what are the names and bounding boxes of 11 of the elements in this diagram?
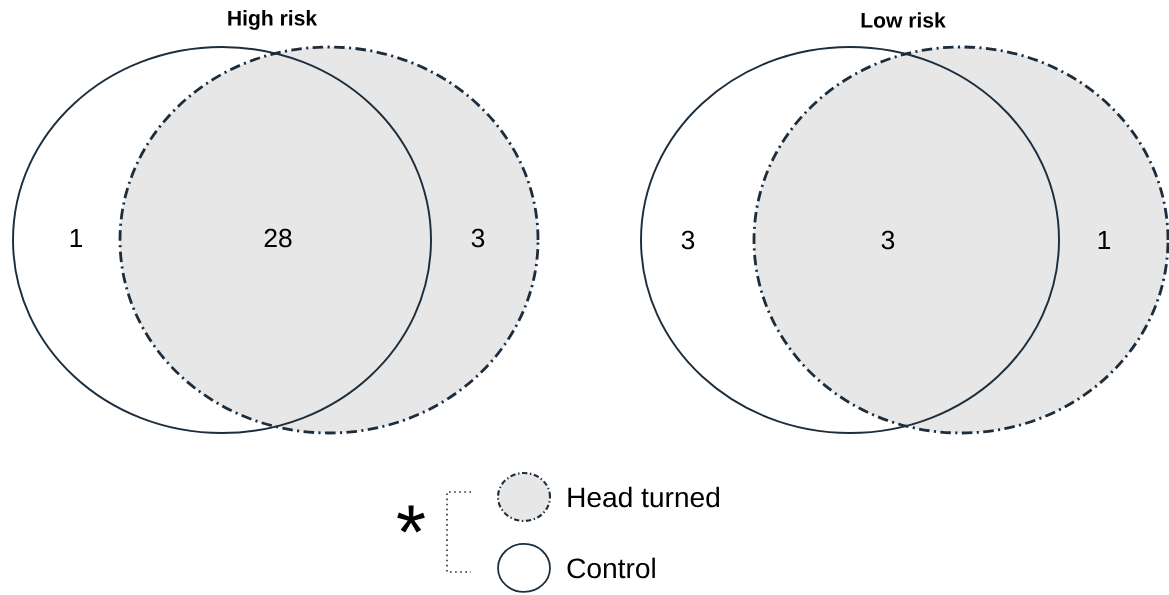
region-count: 3 <box>681 230 695 250</box>
asterisk: * <box>397 505 425 533</box>
panel-title: Low risk <box>861 12 946 28</box>
region-count: 28 <box>264 228 292 248</box>
region-count: 1 <box>70 228 83 248</box>
region-count: 3 <box>471 228 485 248</box>
legend-label: Control <box>567 557 655 579</box>
legend-label: Head turned <box>568 486 719 508</box>
panel-title: High risk <box>228 10 318 30</box>
region-count: 3 <box>881 230 895 250</box>
region-count: 1 <box>1098 230 1111 250</box>
